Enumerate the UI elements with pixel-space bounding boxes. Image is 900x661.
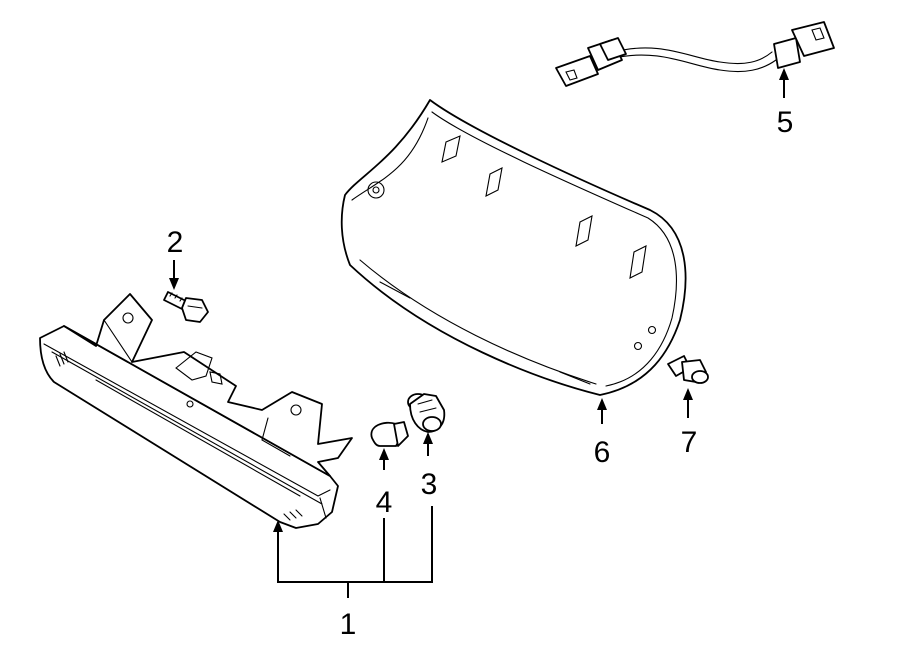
leaders (169, 68, 789, 598)
push-clip (667, 355, 709, 384)
callout-3: 3 (421, 468, 438, 501)
connector-right (773, 21, 835, 69)
arrow-up-icon (683, 388, 693, 400)
arrow-up-icon (379, 448, 389, 460)
callout-6: 6 (594, 436, 611, 469)
connector-left (555, 37, 627, 87)
arrow-down-icon (169, 278, 179, 290)
callout-5: 5 (777, 106, 794, 139)
bolt (163, 291, 209, 323)
arrow-up-icon (597, 398, 607, 410)
callout-4: 4 (376, 486, 393, 519)
lamp-assembly (39, 293, 353, 529)
bracket-hole-right-icon (290, 404, 302, 416)
mount-hole-icon (367, 181, 385, 199)
arrow-up-icon (423, 432, 433, 444)
socket (407, 393, 446, 433)
callout-1: 1 (340, 608, 357, 641)
bulb (370, 421, 409, 447)
arrow-up-icon (273, 520, 283, 532)
bracket-hole-left-icon (122, 312, 134, 324)
arrow-up-icon (779, 68, 789, 80)
callout-2: 2 (167, 226, 184, 259)
lamp-cover (340, 99, 687, 396)
wiring-harness (555, 21, 835, 87)
callout-7: 7 (681, 426, 698, 459)
